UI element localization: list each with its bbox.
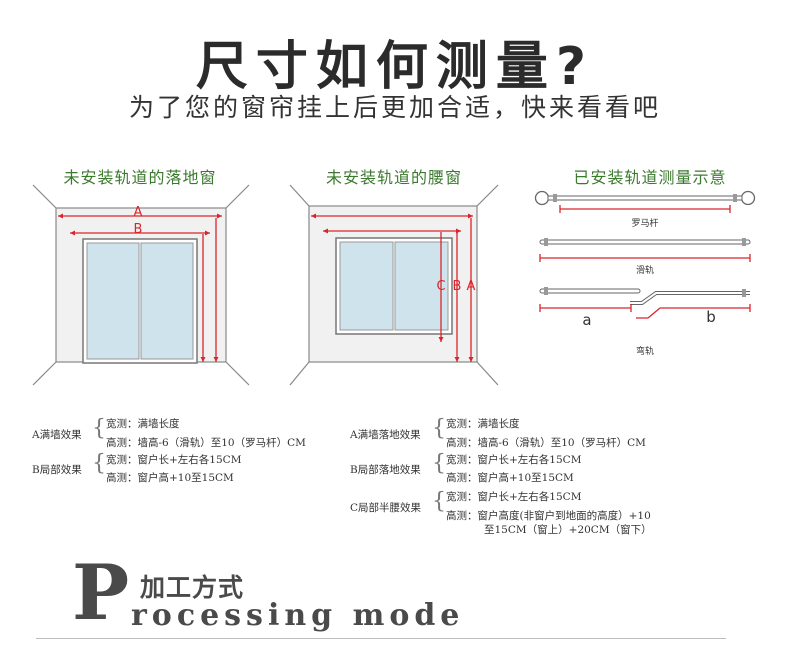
spec-line: 宽测：窗户长+左右各15CM <box>446 454 582 466</box>
floor-window-title: 未安装轨道的落地窗 <box>63 168 217 187</box>
label-b: B <box>453 279 462 294</box>
spec-line: 高测：墙高-6（滑轨）至10（罗马杆）CM <box>106 437 306 449</box>
rod-finial-left <box>534 190 550 206</box>
window-pane-right <box>394 241 449 331</box>
corner-line-br <box>225 361 250 386</box>
rod-finial-right <box>740 190 756 206</box>
spec-line: 高测：窗户高+10至15CM <box>446 472 574 484</box>
label-a: A <box>134 205 143 220</box>
corner-line-bl <box>32 361 57 386</box>
spec-group-label: B局部落地效果 <box>350 464 421 476</box>
label-b: B <box>134 222 143 237</box>
installed-track-diagram: 罗马杆 滑轨 a b 弯轨 <box>534 190 756 357</box>
spec-group-label: A满墙效果 <box>32 429 82 441</box>
spec-line: 高测：窗户高+10至15CM <box>106 472 234 484</box>
spec-line: 宽测：窗户长+左右各15CM <box>446 491 582 503</box>
installed-track-title: 已安装轨道测量示意 <box>573 168 727 187</box>
floor-window-diagram: A B <box>32 184 250 386</box>
page-subtitle: 为了您的窗帘挂上后更加合适，快来看看吧 <box>128 93 661 122</box>
spec-line: 宽测：窗户长+左右各15CM <box>106 454 242 466</box>
window-pane-right <box>140 242 194 360</box>
curve-label: 弯轨 <box>636 345 654 357</box>
slide-rail <box>539 239 751 245</box>
curve-measure-b <box>636 307 750 319</box>
spec-line: 宽测：满墙长度 <box>106 418 180 430</box>
corner-line-tr <box>225 184 250 209</box>
spec-group-label: B局部效果 <box>32 464 82 476</box>
page-title: 尺寸如何测量? <box>195 37 595 97</box>
spec-group-label: A满墙落地效果 <box>350 429 421 441</box>
slide-label: 滑轨 <box>636 264 654 276</box>
waist-window-title: 未安装轨道的腰窗 <box>325 168 462 187</box>
spec-line: 至15CM（窗上）+20CM（窗下） <box>484 524 652 536</box>
curve-label-a: a <box>582 311 591 329</box>
label-c: C <box>436 279 445 294</box>
processing-big-letter: P <box>72 548 130 637</box>
label-a: A <box>467 279 476 294</box>
processing-title-en: rocessing mode <box>131 598 465 633</box>
bottom-divider <box>36 638 726 639</box>
processing-title-cn: 加工方式 <box>140 573 245 602</box>
spec-line: 高测：窗户高度(非窗户到地面的高度）+10 <box>446 510 651 522</box>
spec-line: 高测：墙高-6（滑轨）至10（罗马杆）CM <box>446 437 646 449</box>
rod-label: 罗马杆 <box>631 217 658 229</box>
spec-group-label: C局部半腰效果 <box>350 502 422 514</box>
waist-window-diagram: C B A <box>289 184 499 386</box>
spec-line: 宽测：满墙长度 <box>446 418 520 430</box>
curve-label-b: b <box>706 308 716 326</box>
corner-line-tl <box>32 184 57 209</box>
window-pane-left <box>86 242 140 360</box>
window-pane-left <box>339 241 394 331</box>
